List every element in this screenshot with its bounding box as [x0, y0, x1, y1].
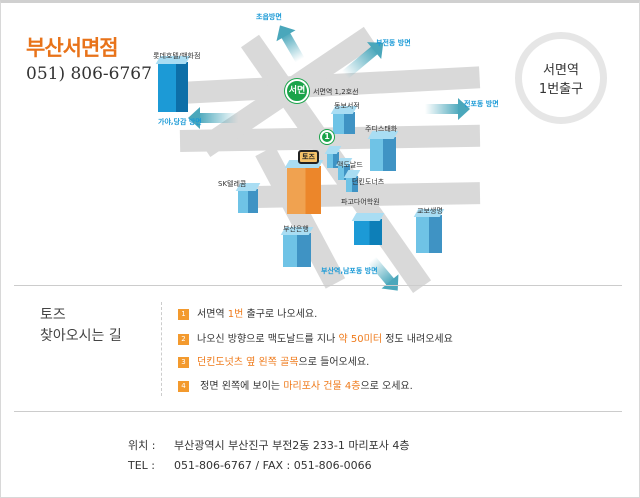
landmark-busan-bank: 부산은행 — [283, 225, 309, 233]
exit-marker: 1 — [320, 130, 334, 144]
direction-busan-station: 부산역,남포동 방면 — [321, 267, 378, 275]
step-text: 으로 오세요. — [360, 381, 413, 392]
step-highlight: 마리포사 건물 4층 — [283, 381, 361, 392]
guide-title-2: 찾아오시는 길 — [40, 328, 122, 344]
contact-line: TEL : 051-806-6767 / FAX : 051-806-0066 — [128, 459, 372, 472]
step-text: 정도 내려오세요 — [382, 334, 453, 345]
step-2: 2 나오신 방향으로 맥도날드를 지나 약 50미터 정도 내려오세요 — [178, 330, 453, 345]
direction-choeup: 초읍방면 — [256, 13, 282, 21]
step-number: 1 — [178, 308, 189, 320]
step-number: 2 — [178, 333, 189, 345]
address-line: 위치 : 부산광역시 부산진구 부전2동 233-1 마리포사 4층 — [128, 437, 409, 453]
exit-badge: 서면역 1번출구 — [515, 32, 607, 124]
direction-jeonpo: 전포동 방면 — [464, 100, 499, 108]
step-highlight: 던킨도넛츠 옆 왼쪽 골목 — [197, 357, 299, 368]
station-marker: 서면 — [285, 79, 309, 103]
phone-number: 051) 806-6767 — [26, 64, 152, 84]
landmark-mcdonalds: 맥도날드 — [337, 161, 363, 169]
landmark-dunkin: 던킨도너츠 — [352, 178, 385, 186]
landmark-dongbo: 동보서적 — [334, 102, 360, 110]
landmark-judys: 주디스태화 — [365, 125, 398, 133]
tel-label: TEL : — [128, 459, 156, 472]
step-4: 4 정면 왼쪽에 보이는 마리포사 건물 4층으로 오세요. — [178, 377, 413, 392]
branch-title: 부산서면점 — [26, 36, 119, 60]
landmark-seomyeon-station: 서면역 1,2호선 — [313, 88, 359, 96]
step-highlight: 1번 — [227, 309, 244, 320]
step-number: 4 — [178, 380, 189, 392]
step-3: 3 던킨도넛츠 옆 왼쪽 골목으로 들어오세요. — [178, 353, 369, 368]
map: 초읍방면 부전동 방면 전포동 방면 가야,당감 방면 부산역,남포동 방면 롯… — [0, 0, 640, 285]
step-text: 정면 왼쪽에 보이는 — [197, 381, 284, 392]
step-text: 으로 들어오세요. — [298, 357, 370, 368]
step-number: 3 — [178, 356, 189, 368]
tel-value: 051-806-6767 / FAX : 051-806-0066 — [174, 459, 372, 472]
direction-bujeon: 부전동 방면 — [376, 39, 411, 47]
step-1: 1 서면역 1번 출구로 나오세요. — [178, 305, 317, 320]
badge-exit: 1번출구 — [538, 82, 584, 97]
landmark-kyobo: 교보생명 — [417, 207, 443, 215]
landmark-sk: SK텔레콤 — [218, 180, 247, 188]
badge-station: 서면역 — [543, 63, 579, 78]
location-value: 부산광역시 부산진구 부전2동 233-1 마리포사 4층 — [174, 439, 410, 452]
landmark-lotte: 롯데호텔/백화점 — [153, 52, 201, 60]
guide-title-1: 토즈 — [40, 307, 66, 323]
step-text: 출구로 나오세요. — [243, 309, 318, 320]
vertical-divider — [161, 302, 162, 396]
step-text: 나오신 방향으로 맥도날드를 지나 — [197, 334, 339, 345]
direction-gaya: 가야,당감 방면 — [158, 118, 202, 126]
step-text: 서면역 — [197, 309, 228, 320]
landmark-pagoda: 파고다어학원 — [341, 198, 380, 206]
store-sign: 토즈 — [298, 150, 319, 164]
location-label: 위치 : — [128, 439, 156, 452]
guide-title: 토즈 찾아오시는 길 — [40, 305, 122, 347]
divider — [14, 285, 622, 286]
step-highlight: 약 50미터 — [338, 334, 383, 345]
divider — [14, 411, 622, 412]
